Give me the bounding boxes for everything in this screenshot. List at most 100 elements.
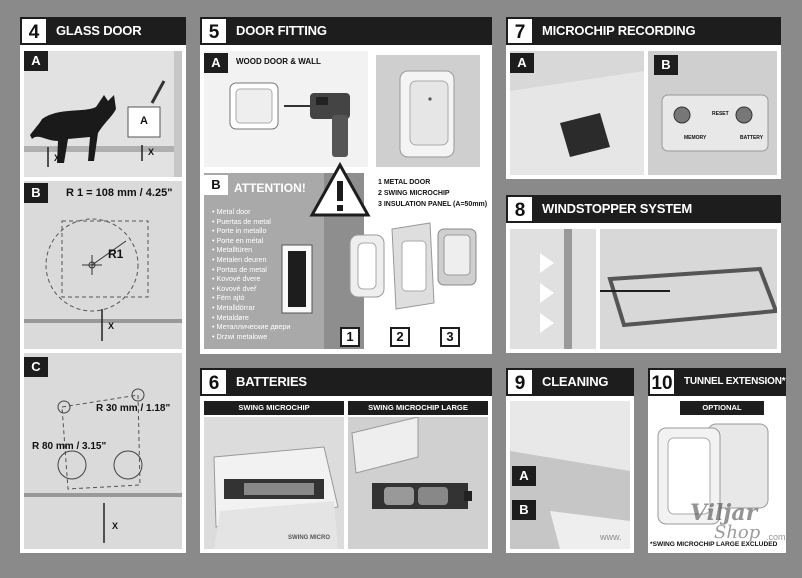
step-number: 9 — [506, 368, 534, 396]
door-fitting-b: B ATTENTION! Metal door Puertas de metal… — [204, 173, 364, 349]
label-b: B — [512, 500, 536, 520]
panel-glass-door: 4 GLASS DOOR A A X X — [20, 17, 186, 553]
watermark-www: www. — [600, 532, 622, 542]
panel-title: WINDSTOPPER SYSTEM — [542, 201, 693, 216]
x-measure-1: X — [54, 153, 61, 163]
list-item: Металлические двери — [212, 322, 291, 332]
list-item: Metalldörrar — [212, 303, 290, 313]
windstopper-photo — [600, 229, 777, 349]
cat-flap-front — [399, 70, 455, 158]
list-item: Metalen deuren — [212, 255, 290, 265]
label-b: B — [204, 175, 228, 195]
part-number-2: 2 — [390, 327, 410, 347]
cat-illustration — [24, 51, 182, 177]
battery-compartment-small — [213, 446, 339, 549]
battery-left-header: SWING MICROCHIP — [204, 401, 344, 415]
radius-r30: R 30 mm / 1.18" — [96, 403, 171, 414]
panel-windstopper: 8 WINDSTOPPER SYSTEM — [506, 195, 781, 353]
legend-item-1: 1 METAL DOOR — [378, 179, 431, 186]
x-measure-c: X — [112, 521, 119, 531]
list-item: Kovové dveř — [212, 284, 290, 294]
step-number: 10 — [648, 368, 676, 396]
glass-door-a: A A X X — [24, 51, 182, 177]
step-number: 8 — [506, 195, 534, 223]
radius-diagram-c — [24, 353, 182, 549]
step-number: 7 — [506, 17, 534, 45]
wind-arrows — [540, 229, 572, 349]
panel-9-header: 9 CLEANING — [506, 368, 634, 396]
panel-microchip-recording: 7 MICROCHIP RECORDING A B MEMORY RESET B… — [506, 17, 781, 179]
memory-label: MEMORY — [684, 135, 707, 141]
x-measure-b: X — [108, 321, 115, 331]
x-measure-2: X — [148, 147, 155, 157]
step-number: 5 — [200, 17, 228, 45]
legend-item-2: 2 SWING MICROCHIP — [378, 190, 450, 197]
wood-door-label: WOOD DOOR & WALL — [236, 57, 321, 66]
panel-title: DOOR FITTING — [236, 23, 327, 38]
cat-silhouette — [30, 95, 116, 163]
step-number: 4 — [20, 17, 48, 45]
battery-right-header: SWING MICROCHIP LARGE — [348, 401, 488, 415]
label-a: A — [24, 51, 48, 71]
panel-tunnel-extension: 10 TUNNEL EXTENSION* OPTIONAL *SWING MIC… — [648, 368, 786, 553]
cat-flap-photo — [376, 55, 480, 167]
list-item: Metal door — [212, 207, 290, 217]
panel-7-header: 7 MICROCHIP RECORDING — [506, 17, 781, 45]
list-item: Fém ajtó — [212, 293, 290, 303]
windstopper-frame — [600, 266, 777, 328]
battery-right-photo — [348, 417, 488, 549]
watermark-shop: Shop — [714, 522, 761, 543]
recording-b: B MEMORY RESET BATTERY — [648, 51, 777, 175]
watermark-com: .com — [766, 532, 786, 542]
flap-cleaning — [510, 401, 630, 549]
attention-heading: ATTENTION! — [234, 181, 306, 195]
panel-title: TUNNEL EXTENSION* — [684, 376, 786, 387]
watermark-brand: Viljar — [690, 500, 758, 526]
panel-4-header: 4 GLASS DOOR — [20, 17, 186, 45]
control-panel — [661, 94, 769, 152]
list-item: Porte in metallo — [212, 226, 290, 236]
radius-r1: R 1 = 108 mm / 4.25" — [66, 187, 173, 199]
reset-label: RESET — [712, 111, 729, 117]
tunnel-extension-illustration — [657, 423, 769, 525]
battery-left-photo: SWING MICRO — [204, 417, 344, 549]
part-number-1: 1 — [340, 327, 360, 347]
metal-door-list: Metal door Puertas de metal Porte in met… — [212, 207, 291, 342]
list-item: Drzwi metalowe — [212, 332, 290, 342]
panel-8-header: 8 WINDSTOPPER SYSTEM — [506, 195, 781, 223]
list-item: Metaldøre — [212, 313, 290, 323]
panel-10-header: 10 TUNNEL EXTENSION* — [648, 368, 786, 396]
door-fitting-a: A WOOD DOOR & WALL — [204, 51, 368, 167]
panel-5-header: 5 DOOR FITTING — [200, 17, 492, 45]
list-item: Metalltüren — [212, 245, 290, 255]
metal-door-diagram — [281, 173, 364, 349]
part-number-3: 3 — [440, 327, 460, 347]
label-b: B — [24, 183, 48, 203]
panel-title: BATTERIES — [236, 374, 307, 389]
card-letter: A — [140, 115, 148, 127]
radius-diagram-b — [24, 181, 182, 349]
label-c: C — [24, 357, 48, 377]
warning-icon — [309, 161, 371, 217]
list-item: Kovové dvere — [212, 274, 290, 284]
panel-door-fitting: 5 DOOR FITTING A WOOD DOOR & WALL B — [200, 17, 492, 354]
list-item: Porte en métal — [212, 236, 290, 246]
panel-6-header: 6 BATTERIES — [200, 368, 492, 396]
brand-label: SWING MICRO — [288, 535, 330, 541]
radius-r80: R 80 mm / 3.15" — [32, 441, 107, 452]
panel-title: MICROCHIP RECORDING — [542, 23, 696, 38]
flap-top-view — [510, 71, 644, 175]
r1-marker: R1 — [108, 247, 124, 261]
label-a: A — [512, 466, 536, 486]
windstopper-diagram — [510, 229, 596, 349]
label-a: A — [510, 53, 534, 73]
panel-cleaning: 9 CLEANING A B — [506, 368, 634, 553]
panel-title: CLEANING — [542, 374, 609, 389]
list-item: Puertas de metal — [212, 217, 290, 227]
legend-item-3: 3 INSULATION PANEL (A=50mm) — [378, 201, 488, 208]
excluded-note: *SWING MICROCHIP LARGE EXCLUDED — [650, 541, 778, 548]
panel-batteries: 6 BATTERIES SWING MICROCHIP SWING MICROC… — [200, 368, 492, 553]
battery-label: BATTERY — [740, 135, 764, 141]
optional-banner: OPTIONAL — [680, 401, 764, 415]
list-item: Portas de metal — [212, 265, 290, 275]
